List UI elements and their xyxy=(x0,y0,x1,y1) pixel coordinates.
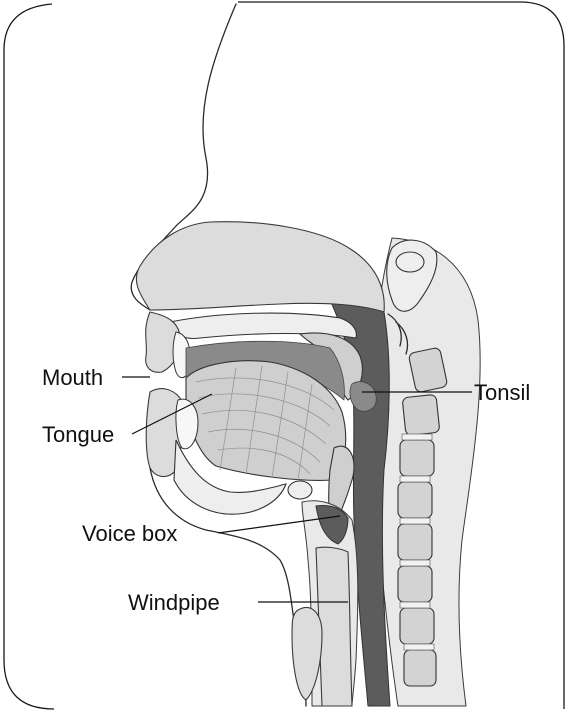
disc xyxy=(400,518,430,524)
disc xyxy=(400,602,430,608)
vertebra-8 xyxy=(404,650,436,686)
vertebra-7 xyxy=(400,608,434,644)
vertebra-5 xyxy=(398,524,432,560)
nasal-region xyxy=(136,222,384,312)
vertebra-4 xyxy=(398,482,432,518)
mouth-label: Mouth xyxy=(42,365,103,390)
voice-box-label: Voice box xyxy=(82,521,177,546)
disc xyxy=(400,560,430,566)
atlas-bone xyxy=(396,252,424,272)
vertebra-6 xyxy=(398,566,432,602)
vertebra-2 xyxy=(402,394,440,435)
hyoid-bone xyxy=(288,481,312,499)
disc xyxy=(404,644,434,650)
tongue-label: Tongue xyxy=(42,422,114,447)
windpipe-label: Windpipe xyxy=(128,590,220,615)
vertebra-3 xyxy=(400,440,434,476)
disc xyxy=(400,476,430,482)
tonsil-label: Tonsil xyxy=(474,380,530,405)
disc xyxy=(402,434,432,440)
